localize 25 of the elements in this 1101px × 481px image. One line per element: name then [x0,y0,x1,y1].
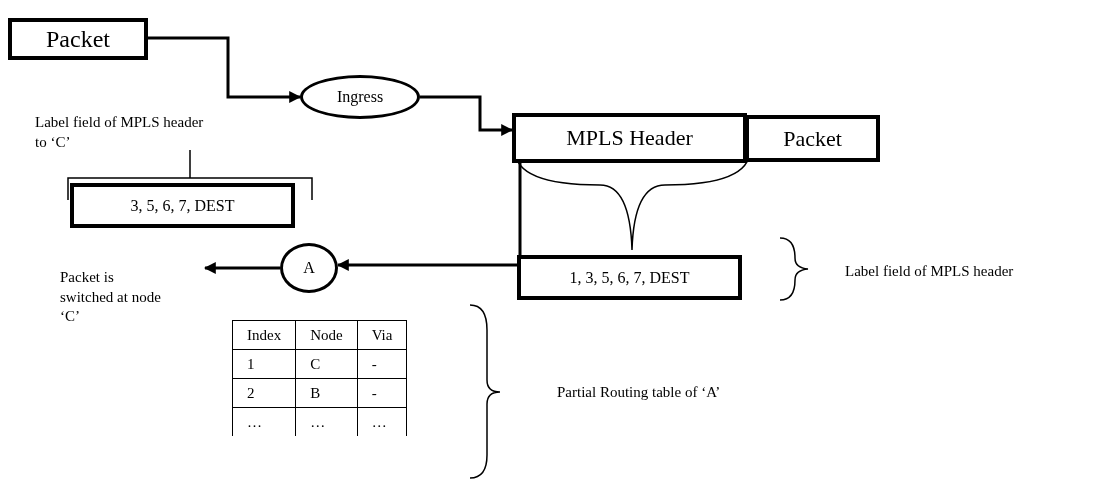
table-cell: Index [232,320,296,350]
arrow [203,262,280,274]
arrow [420,95,514,136]
annotation-text: Partial Routing table of ‘A’ [557,383,722,402]
table-cell: 1 [232,349,296,379]
ingress-ellipse: Ingress [300,75,420,119]
label-box: Packet [8,18,148,60]
table-cell: - [357,349,407,379]
table-cell: C [295,349,358,379]
table-cell: 2 [232,378,296,408]
annotation-text: Label field of MPLS header to ‘C’ [35,113,205,152]
label-box: Packet [745,115,880,162]
label-box: 3, 5, 6, 7, DEST [70,183,295,228]
table-cell: Node [295,320,358,350]
table-cell: … [232,407,296,436]
label-box: 1, 3, 5, 6, 7, DEST [517,255,742,300]
table-cell: Via [357,320,407,350]
node-circle: A [280,243,338,293]
annotation-text: Label field of MPLS header [845,262,1015,281]
label-box: MPLS Header [512,113,747,163]
table-cell: B [295,378,358,408]
arrow [148,36,302,103]
node-text: Packet is switched at node ‘C’ [60,268,170,327]
table-cell: - [357,378,407,408]
arrow [336,163,522,271]
